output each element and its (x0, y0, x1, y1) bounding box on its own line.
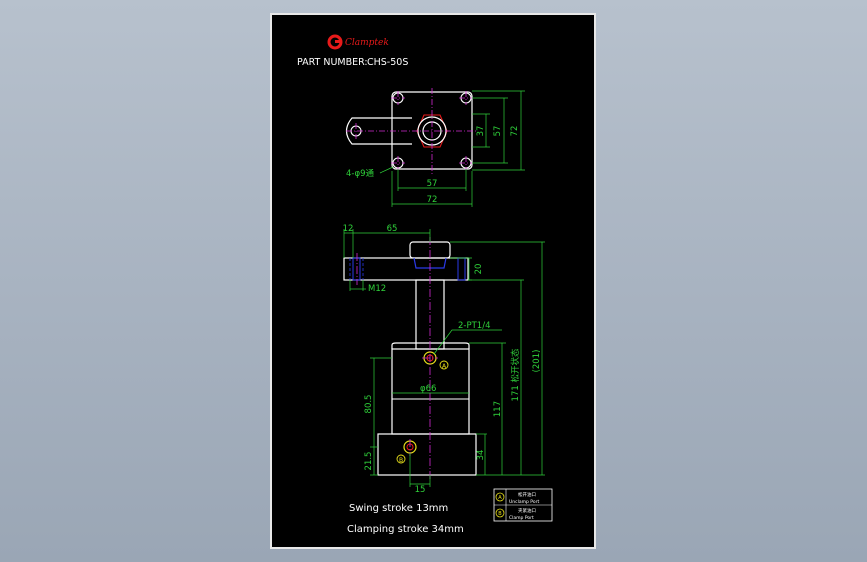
dim-thread: M12 (368, 284, 386, 294)
dim-len-117: 117 (493, 401, 503, 417)
part-number-value: CHS-50S (367, 57, 408, 68)
hole-leader (379, 166, 394, 174)
dim-vertical-37: 37 (476, 126, 486, 137)
part-number-label: PART NUMBER: (297, 57, 368, 68)
legend-b-icon (495, 508, 505, 518)
marker-b (396, 454, 406, 464)
svg-text:B: B (498, 511, 502, 517)
note-swing-stroke: Swing stroke 13mm (349, 503, 448, 514)
top-view: 57 37 72 57 72 4-φ9通 (345, 88, 525, 207)
svg-text:A: A (442, 363, 447, 370)
svg-text:B: B (399, 457, 403, 464)
brand-name: Clamptek (345, 38, 389, 48)
dim-port: 2-PT1/4 (458, 321, 490, 331)
marker-a (439, 360, 449, 370)
dim-len-201: (201) (532, 350, 542, 373)
logo-mark-icon (327, 34, 343, 50)
brand-logo: Clamptek (327, 34, 389, 50)
port-legend: A B 松开油口 Unclamp Port 夹紧油口 Clamp Port (493, 488, 553, 522)
drawing-sheet: Clamptek PART NUMBER: CHS-50S (270, 13, 596, 549)
legend-a-title: 松开油口 (518, 491, 536, 498)
legend-b-text: Clamp Port (509, 515, 534, 521)
dim-horizontal-72: 72 (427, 195, 438, 205)
svg-text:A: A (498, 495, 502, 501)
dim-len-34: 34 (476, 450, 486, 461)
flange-base (377, 433, 477, 476)
dim-horizontal-57: 57 (427, 179, 438, 189)
port-leader (433, 329, 502, 355)
arm-bolt-bore (352, 257, 361, 281)
side-dim-m12 (349, 280, 366, 291)
dim-arm-12: 12 (343, 224, 354, 234)
side-view: A B 12 65 (343, 224, 545, 495)
legend-a-icon (495, 492, 505, 502)
dim-vertical-57: 57 (493, 126, 503, 137)
dim-arm-65: 65 (387, 224, 398, 234)
dim-arm-20: 20 (474, 264, 484, 275)
dim-vertical-72: 72 (510, 126, 520, 137)
top-dim-lines-bottom (391, 169, 473, 207)
side-dims-left (370, 357, 392, 476)
side-dims-top (343, 229, 431, 258)
dim-holes: 4-φ9通 (346, 168, 374, 179)
dim-len-171: 171 松开状态 (510, 348, 521, 401)
top-centerlines (346, 88, 476, 175)
top-dim-lines-right (472, 90, 525, 171)
legend-a-text: Unclamp Port (509, 499, 539, 505)
legend-b-title: 夹紧油口 (518, 507, 536, 514)
drawing-canvas: Clamptek PART NUMBER: CHS-50S (297, 34, 553, 535)
dim-len-805: 80.5 (364, 395, 374, 414)
side-dim-20 (450, 257, 472, 281)
side-arm (343, 257, 469, 281)
dim-body-dia: φ66 (420, 384, 436, 394)
side-dims-right (450, 241, 545, 476)
dim-len-15: 15 (415, 485, 426, 495)
side-dim-15 (409, 453, 431, 487)
note-clamping-stroke: Clamping stroke 34mm (347, 524, 464, 535)
dim-len-215: 21.5 (364, 452, 374, 471)
arm-right-slot (457, 257, 466, 281)
side-centerlines (356, 237, 438, 481)
